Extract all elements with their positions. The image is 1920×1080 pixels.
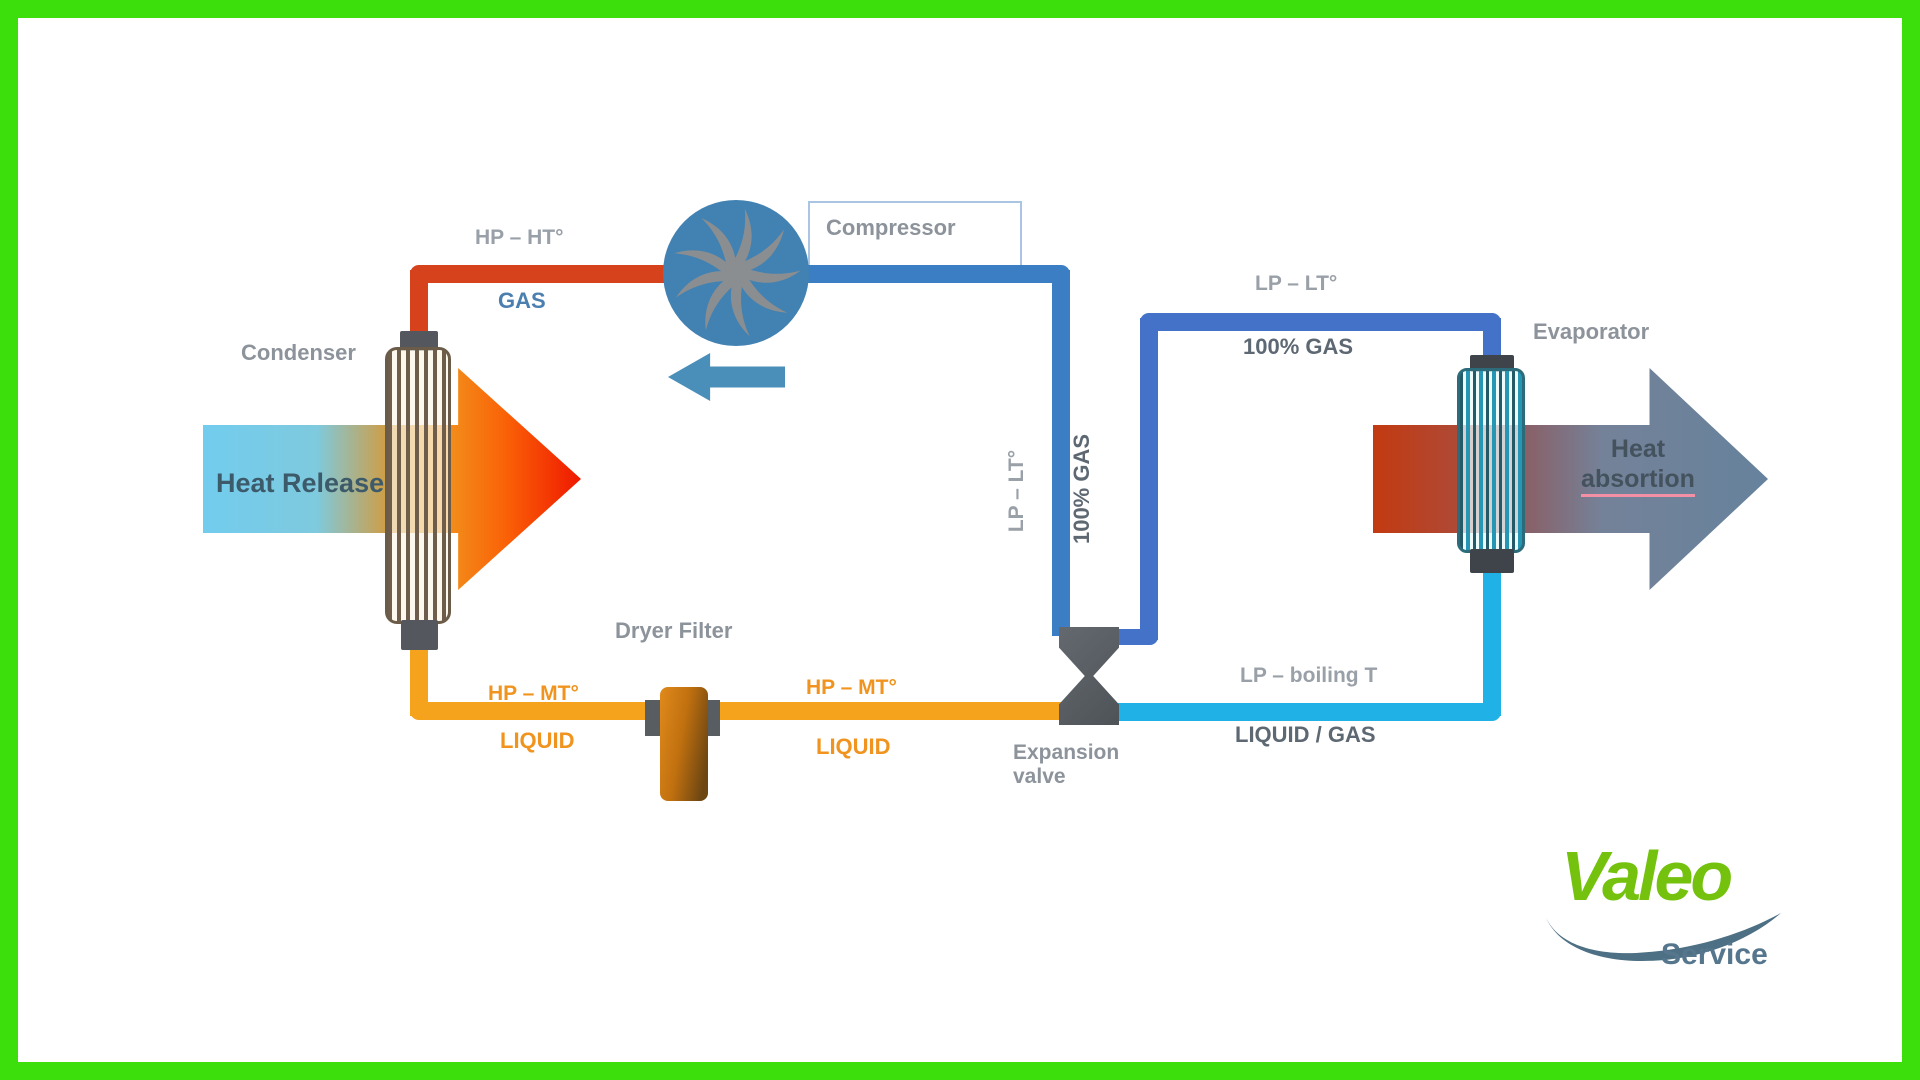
lp-lt-vertical-label: LP – LT° [1005, 449, 1028, 533]
valeo-service-label: Service [1661, 938, 1768, 971]
hot-gas-pipe-vertical [410, 270, 428, 338]
evaporator-bottom-cap [1470, 549, 1514, 573]
expansion-valve-icon [1059, 627, 1119, 725]
gas-label: GAS [498, 288, 546, 313]
liquid-gas-label: LIQUID / GAS [1235, 722, 1376, 747]
condenser-top-cap [400, 331, 438, 351]
evaporator-exchanger-icon [1457, 368, 1525, 553]
liquid-label-2: LIQUID [816, 734, 891, 759]
valeo-swoosh-icon [1545, 913, 1781, 961]
flow-direction-left-arrow-icon [668, 353, 785, 401]
heat-absorption-label-line1: Heat [1610, 435, 1666, 463]
gas100-top-label: 100% GAS [1243, 334, 1354, 359]
evaporator-inlet-pipe-drop [1483, 318, 1501, 366]
compressor-label-box: Compressor [808, 201, 1022, 267]
dryer-filter-label: Dryer Filter [615, 618, 733, 643]
heat-absorption-label-line2: absortion [1581, 465, 1695, 497]
evaporator-inlet-pipe-horizontal [1140, 313, 1501, 331]
lp-lt-top-label: LP – LT° [1255, 272, 1338, 295]
compressor-fan-icon [663, 200, 809, 346]
heat-release-label: Heat Release [216, 468, 385, 498]
two-phase-pipe-vertical [1483, 566, 1501, 716]
expansion-valve-label-line1: Expansion [1013, 741, 1120, 764]
condenser-label: Condenser [241, 340, 356, 365]
two-phase-pipe-horizontal [1114, 703, 1501, 721]
gas100-vertical-label: 100% GAS [1069, 433, 1094, 545]
compressor-discharge-pipe-vertical [1052, 270, 1070, 636]
compressor-label: Compressor [826, 215, 956, 240]
condenser-exchanger-icon [385, 347, 451, 624]
valeo-logo: Valeo [1561, 837, 1733, 915]
hp-ht-label: HP – HT° [475, 226, 564, 249]
liquid-pipe-horizontal [410, 702, 1064, 720]
evaporator-top-cap [1470, 355, 1514, 372]
expansion-valve-label-line2: valve [1013, 765, 1066, 789]
evaporator-inlet-pipe-vertical [1140, 318, 1158, 640]
hp-mt-label-2: HP – MT° [806, 676, 897, 699]
lp-boiling-label: LP – boiling T [1240, 664, 1378, 687]
liquid-label-1: LIQUID [500, 728, 575, 753]
heat-absorption-label: Heat absortion [1558, 434, 1718, 497]
expansion-valve-label: Expansion valve [1013, 741, 1119, 789]
compressor-discharge-pipe-horizontal [735, 265, 1070, 283]
hp-mt-label-1: HP – MT° [488, 682, 579, 705]
dryer-filter-icon [660, 687, 708, 801]
hot-gas-pipe-horizontal [410, 265, 740, 283]
evaporator-label: Evaporator [1533, 319, 1650, 344]
condenser-bottom-cap [401, 620, 438, 650]
liquid-pipe-vertical [410, 640, 428, 716]
diagram-canvas: Compressor [18, 18, 1902, 1062]
